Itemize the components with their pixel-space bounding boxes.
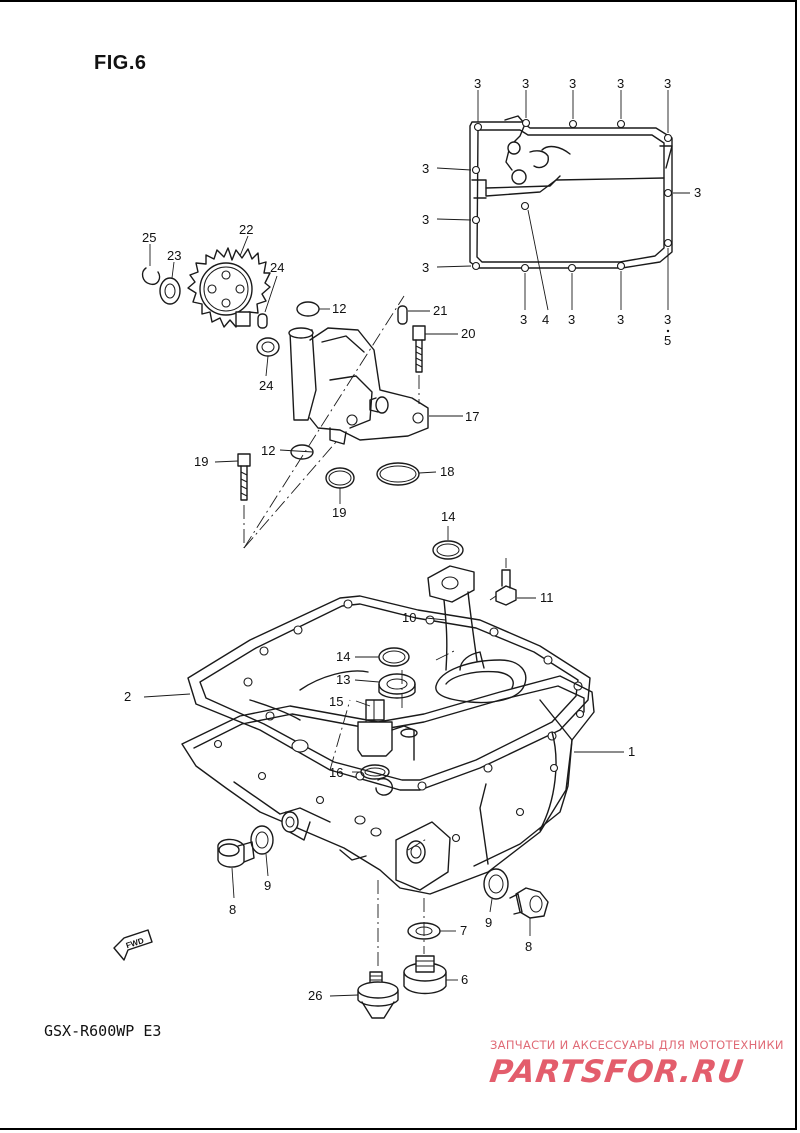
pin-25 [257,313,268,329]
oil-pan-1 [181,675,595,895]
callout-3j: 3 [520,312,527,327]
callout-3l: 3 [617,312,624,327]
callout-18: 18 [440,464,454,479]
callout-3k: 3 [568,312,575,327]
drain-plug-8-left [217,838,255,868]
gasket-bolt-holes [471,118,673,273]
circlip-26 [141,267,161,286]
callout-3h: 3 [422,212,429,227]
callout-3a: 3 [474,76,481,91]
callout-17: 17 [465,409,479,424]
oring-12-upper [296,301,320,317]
callout-21: 20 [461,326,475,341]
callout-27: 26 [308,988,322,1003]
callout-12a: 12 [332,301,346,316]
strainer-bolt-11 [495,569,517,606]
oil-pressure-switch-27 [357,971,399,1019]
drain-washer-9-left [250,825,274,855]
callout-19: 19 [332,505,346,520]
fwd-arrow: FWD [113,929,153,961]
oil-strainer-10 [427,565,527,704]
oring-19 [325,467,355,489]
callout-3f: 3 [422,161,429,176]
callout-5: 5 [664,333,671,348]
drain-washer-9-right [483,868,509,900]
callout-8b: 8 [525,939,532,954]
callout-14b: 14 [336,649,350,664]
callout-20: 19 [194,454,208,469]
washer-24-lower [256,337,280,357]
callout-8a: 8 [229,902,236,917]
callout-14a: 14 [441,509,455,524]
pump-bolt-20 [237,453,251,501]
callout-24a: 23 [167,248,181,263]
watermark-tagline: ЗАПЧАСТИ И АКСЕССУАРЫ ДЛЯ МОТОТЕХНИКИ [490,1038,784,1052]
pan-gasket-2 [187,595,591,791]
callout-10: 10 [402,610,416,625]
dowel-22 [397,305,408,325]
callout-3d: 3 [617,76,624,91]
callout-3b: 3 [522,76,529,91]
callout-9a: 9 [264,878,271,893]
oring-18 [376,462,420,486]
callout-22: 21 [433,303,447,318]
callout-23: 22 [239,222,253,237]
callout-9b: 9 [485,915,492,930]
callout-16: 16 [329,765,343,780]
callout-13: 13 [336,672,350,687]
gasket-callout-leaders [436,90,690,311]
oil-pump-body-17 [288,327,463,445]
pan-group-leaders [143,526,624,997]
callout-24b: 24 [259,378,273,393]
oring-14-lower [378,647,410,667]
callout-6: 6 [461,972,468,987]
oil-pressure-regulator-15 [357,699,418,761]
pump-bolt-21 [412,325,426,373]
plug-6 [403,955,447,995]
callout-3i: 3 [422,260,429,275]
pump-group-leaders [149,235,458,549]
callout-11: 11 [540,590,554,605]
figure-title: FIG.6 [94,52,147,74]
callout-3m: 3 [664,312,671,327]
pump-gear-23 [187,247,271,328]
model-code: GSX-R600WP E3 [44,1022,162,1040]
washer-24-upper [159,277,181,305]
callout-7: 7 [460,923,467,938]
callout-26: 25 [142,230,156,245]
callout-4: 4 [542,312,549,327]
callout-labels: 3 3 3 3 3 3 3 3 3 3 3 3 3 4 5 25 23 22 2… [124,76,701,1003]
callout-12b: 12 [261,443,275,458]
callout-3e: 3 [664,76,671,91]
callout-1: 1 [628,744,635,759]
callout-2: 2 [124,689,131,704]
drain-plug-8-right [509,887,549,919]
oring-14-upper [432,540,464,560]
callout-25: 24 [270,260,284,275]
seal-13 [378,673,416,699]
pan-gasket-outline [469,115,673,269]
callout-3c: 3 [569,76,576,91]
callout-3g: 3 [694,185,701,200]
callout-15: 15 [329,694,343,709]
oring-16 [360,764,390,780]
